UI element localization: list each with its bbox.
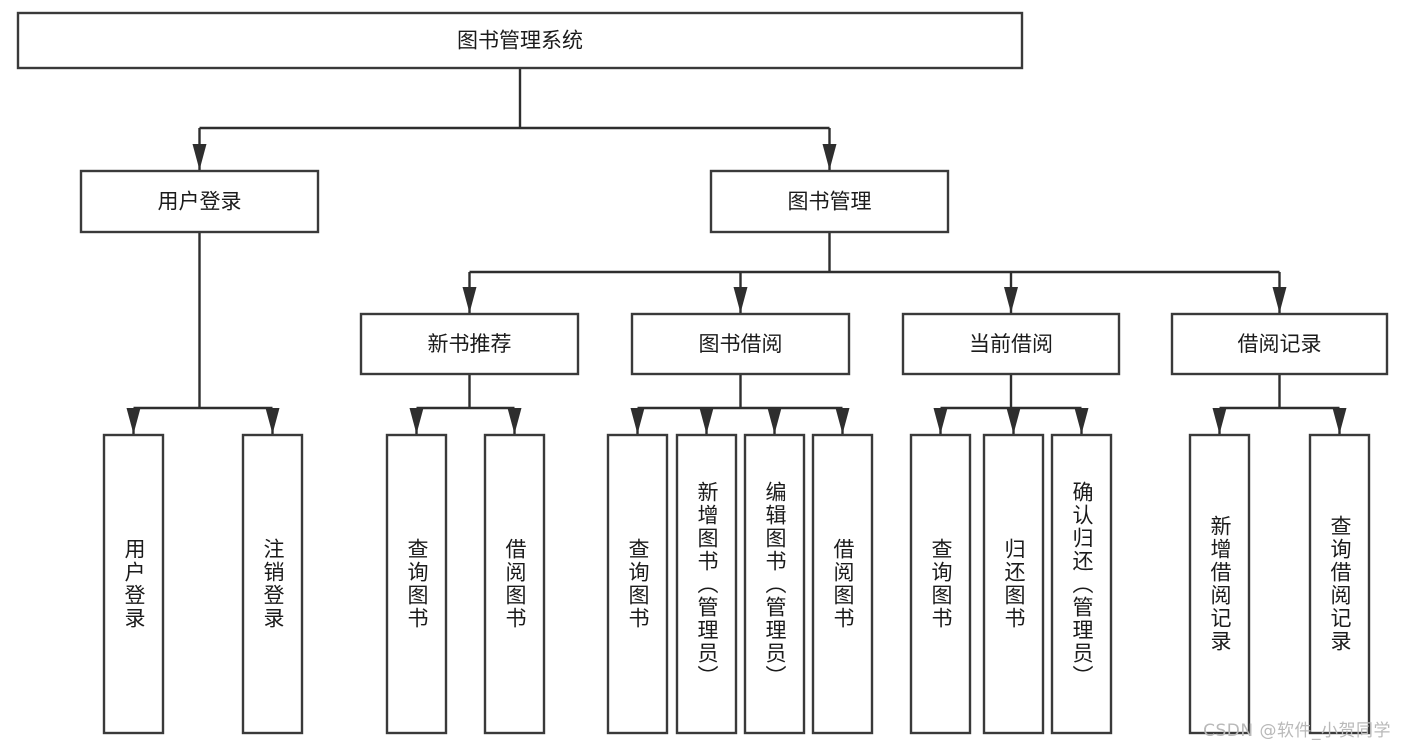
node-label-new-book-rec: 新书推荐 <box>428 332 512 356</box>
leaf-box-leaf-borrow-book-2[interactable] <box>811 433 874 735</box>
arrow-head-user-login-0 <box>126 408 141 434</box>
arrow-head-root-1 <box>822 144 837 170</box>
node-box-user-login[interactable] <box>79 169 320 234</box>
arrow-head-book-manage-1 <box>733 287 748 313</box>
arrow-head-book-borrow-2 <box>767 408 782 434</box>
node-box-borrow-record[interactable] <box>1170 312 1389 376</box>
leaf-box-leaf-query-record[interactable] <box>1308 433 1371 735</box>
node-label-book-manage: 图书管理 <box>788 190 872 214</box>
csdn-watermark: CSDN @软件_小贺同学 <box>1203 721 1391 741</box>
leaf-box-leaf-add-record[interactable] <box>1188 433 1251 735</box>
leaf-box-leaf-query-book-2[interactable] <box>606 433 669 735</box>
arrow-head-book-borrow-0 <box>630 408 645 434</box>
leaf-box-leaf-user-logout[interactable] <box>241 433 304 735</box>
node-label-current-borrow: 当前借阅 <box>969 332 1053 356</box>
leaf-box-leaf-query-book-1[interactable] <box>385 433 448 735</box>
node-boxes-layer <box>16 11 1389 735</box>
arrow-head-new-book-rec-1 <box>507 408 522 434</box>
arrow-head-borrow-record-1 <box>1332 408 1347 434</box>
node-box-current-borrow[interactable] <box>901 312 1121 376</box>
connectors-layer <box>126 68 1347 434</box>
arrow-head-book-borrow-1 <box>699 408 714 434</box>
leaf-box-leaf-add-book[interactable] <box>675 433 738 735</box>
arrow-head-book-borrow-3 <box>835 408 850 434</box>
arrow-head-book-manage-3 <box>1272 287 1287 313</box>
node-box-new-book-rec[interactable] <box>359 312 580 376</box>
node-label-borrow-record: 借阅记录 <box>1238 332 1322 356</box>
arrow-head-current-borrow-1 <box>1006 408 1021 434</box>
leaf-box-leaf-return-book[interactable] <box>982 433 1045 735</box>
node-label-user-login: 用户登录 <box>158 190 242 214</box>
node-label-book-borrow: 图书借阅 <box>699 332 783 356</box>
leaf-box-leaf-borrow-book-1[interactable] <box>483 433 546 735</box>
leaf-box-leaf-query-book-3[interactable] <box>909 433 972 735</box>
arrow-head-current-borrow-0 <box>933 408 948 434</box>
arrow-head-book-manage-2 <box>1004 287 1018 313</box>
arrow-head-user-login-1 <box>265 408 280 434</box>
arrow-head-book-manage-0 <box>462 287 477 313</box>
node-label-root: 图书管理系统 <box>457 29 583 53</box>
arrow-head-root-0 <box>192 144 207 170</box>
leaf-box-leaf-user-login[interactable] <box>102 433 165 735</box>
node-box-root[interactable] <box>16 11 1024 70</box>
arrow-head-current-borrow-2 <box>1074 408 1089 434</box>
leaf-box-leaf-edit-book[interactable] <box>743 433 806 735</box>
arrow-head-borrow-record-0 <box>1212 408 1227 434</box>
arrow-head-new-book-rec-0 <box>409 408 424 434</box>
leaf-box-leaf-confirm-return[interactable] <box>1050 433 1113 735</box>
node-box-book-manage[interactable] <box>709 169 950 234</box>
node-box-book-borrow[interactable] <box>630 312 851 376</box>
